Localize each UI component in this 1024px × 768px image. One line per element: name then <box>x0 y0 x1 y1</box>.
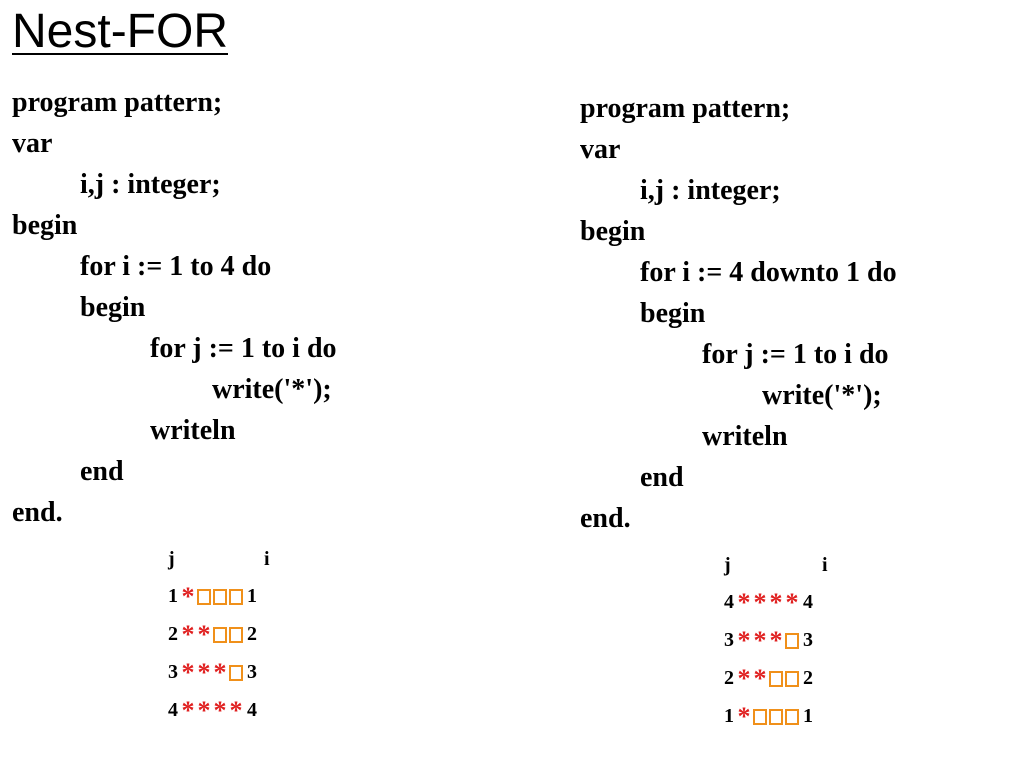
empty-box-icon <box>197 589 211 606</box>
grid-row: 3***3 <box>168 652 257 690</box>
i-column-header: i <box>264 548 270 570</box>
code-line: program pattern; <box>12 87 223 118</box>
j-value: 4 <box>168 699 178 722</box>
code-line: for i := 4 downto 1 do <box>640 257 897 288</box>
code-block-descending: program pattern; var i,j : integer; begin fo… <box>580 88 897 539</box>
star-cell: * <box>213 658 227 688</box>
grid-row: 3***3 <box>724 620 813 658</box>
i-value: 1 <box>247 585 257 608</box>
empty-box-icon <box>769 709 783 726</box>
star-cell: * <box>181 582 195 612</box>
code-line: begin <box>580 216 646 247</box>
star-cell: * <box>181 620 195 650</box>
code-line: write('*'); <box>212 374 332 405</box>
pattern-cells: **** <box>736 583 800 622</box>
star-cell: * <box>737 626 751 656</box>
j-value: 2 <box>724 667 734 690</box>
star-cell: * <box>229 696 243 726</box>
code-line: program pattern; <box>580 93 791 124</box>
code-line: i,j : integer; <box>80 169 221 200</box>
star-cell: * <box>737 702 751 732</box>
empty-box-icon <box>785 709 799 726</box>
code-line: begin <box>640 298 706 329</box>
j-value: 1 <box>724 705 734 728</box>
grid-row: 2**2 <box>724 658 813 696</box>
i-value: 4 <box>247 699 257 722</box>
i-value: 1 <box>803 705 813 728</box>
empty-box-icon <box>769 671 783 688</box>
j-value: 2 <box>168 623 178 646</box>
empty-box-icon <box>229 665 243 682</box>
pattern-cells: ** <box>180 615 244 654</box>
j-column-header: j <box>724 554 731 576</box>
code-line: end. <box>12 497 63 528</box>
i-value: 2 <box>803 667 813 690</box>
slide-title: Nest-FOR <box>12 5 228 58</box>
grid-row: 4****4 <box>724 582 813 620</box>
star-cell: * <box>769 588 783 618</box>
star-cell: * <box>785 588 799 618</box>
star-cell: * <box>753 664 767 694</box>
star-cell: * <box>737 664 751 694</box>
grid-header: j i <box>724 554 828 582</box>
grid-header: j i <box>168 548 270 576</box>
pattern-cells: * <box>736 697 800 736</box>
pattern-cells: *** <box>180 653 244 692</box>
code-line: for j := 1 to i do <box>702 339 889 370</box>
code-line: i,j : integer; <box>640 175 781 206</box>
pattern-cells: **** <box>180 691 244 730</box>
code-line: for i := 1 to 4 do <box>80 251 272 282</box>
star-cell: * <box>753 588 767 618</box>
empty-box-icon <box>785 633 799 650</box>
empty-box-icon <box>213 627 227 644</box>
pattern-cells: ** <box>736 659 800 698</box>
grid-row: 1*1 <box>168 576 257 614</box>
empty-box-icon <box>753 709 767 726</box>
i-value: 2 <box>247 623 257 646</box>
star-cell: * <box>213 696 227 726</box>
star-cell: * <box>197 658 211 688</box>
code-line: writeln <box>702 421 788 452</box>
empty-box-icon <box>785 671 799 688</box>
code-line: end <box>640 462 684 493</box>
empty-box-icon <box>229 589 243 606</box>
code-line: end <box>80 456 124 487</box>
j-value: 3 <box>724 629 734 652</box>
j-value: 4 <box>724 591 734 614</box>
star-cell: * <box>769 626 783 656</box>
star-cell: * <box>181 696 195 726</box>
i-value: 3 <box>803 629 813 652</box>
i-column-header: i <box>822 554 828 576</box>
code-line: var <box>580 134 621 165</box>
pattern-cells: * <box>180 577 244 616</box>
i-value: 4 <box>803 591 813 614</box>
code-line: begin <box>12 210 78 241</box>
pattern-cells: *** <box>736 621 800 660</box>
star-cell: * <box>753 626 767 656</box>
code-line: end. <box>580 503 631 534</box>
j-value: 1 <box>168 585 178 608</box>
star-cell: * <box>197 620 211 650</box>
j-value: 3 <box>168 661 178 684</box>
star-cell: * <box>737 588 751 618</box>
i-value: 3 <box>247 661 257 684</box>
code-line: write('*'); <box>762 380 882 411</box>
code-line: var <box>12 128 53 159</box>
star-cell: * <box>197 696 211 726</box>
grid-row: 2**2 <box>168 614 257 652</box>
code-line: begin <box>80 292 146 323</box>
j-column-header: j <box>168 548 175 570</box>
code-line: for j := 1 to i do <box>150 333 337 364</box>
star-cell: * <box>181 658 195 688</box>
empty-box-icon <box>229 627 243 644</box>
grid-row: 1*1 <box>724 696 813 734</box>
grid-row: 4****4 <box>168 690 257 728</box>
code-line: writeln <box>150 415 236 446</box>
empty-box-icon <box>213 589 227 606</box>
